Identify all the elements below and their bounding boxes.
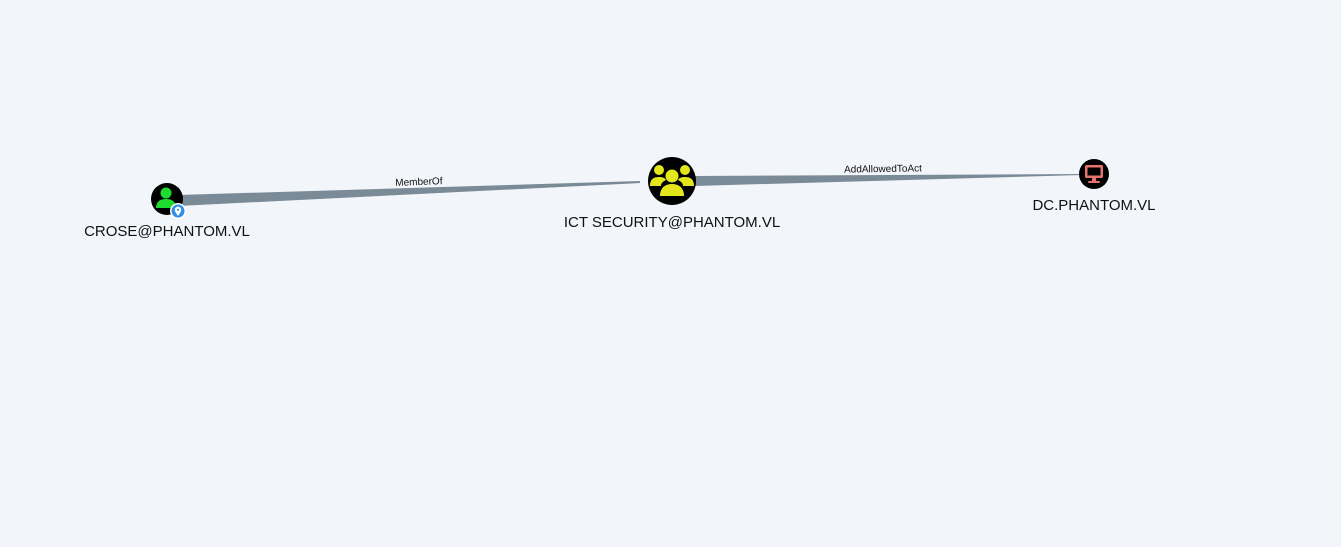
node-ict-security-label: ICT SECURITY@PHANTOM.VL bbox=[564, 214, 780, 231]
edge-addallowedtoact[interactable]: AddAllowedToAct bbox=[694, 163, 1082, 186]
user-icon bbox=[156, 187, 176, 208]
edge-memberof[interactable]: MemberOf bbox=[178, 176, 640, 206]
edge-addallowedtoact-line[interactable] bbox=[694, 174, 1082, 186]
node-crose-label: CROSE@PHANTOM.VL bbox=[84, 223, 250, 240]
computer-icon bbox=[1085, 165, 1103, 183]
location-pin-icon bbox=[170, 203, 186, 219]
node-dc[interactable]: DC.PHANTOM.VL bbox=[1032, 159, 1156, 214]
node-dc-label: DC.PHANTOM.VL bbox=[1032, 197, 1155, 214]
edge-memberof-label: MemberOf bbox=[395, 176, 443, 189]
edge-addallowedtoact-label: AddAllowedToAct bbox=[844, 163, 922, 175]
node-ict-security[interactable]: ICT SECURITY@PHANTOM.VL bbox=[564, 157, 780, 231]
node-crose[interactable]: CROSE@PHANTOM.VL bbox=[84, 183, 250, 240]
group-icon bbox=[650, 165, 694, 196]
edge-memberof-line[interactable] bbox=[178, 181, 640, 206]
